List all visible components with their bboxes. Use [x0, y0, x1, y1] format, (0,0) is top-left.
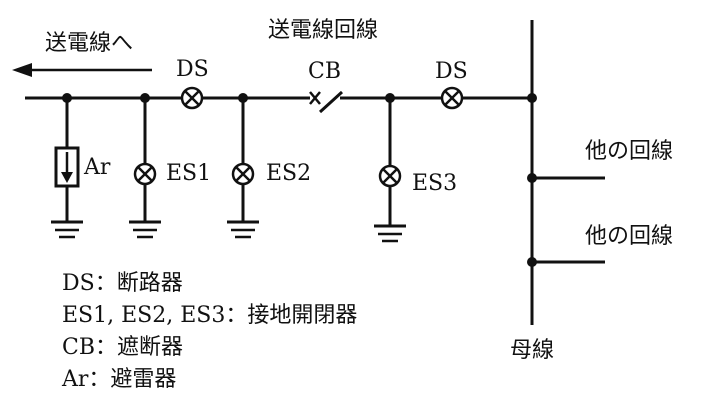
ds-right-label: DS [435, 59, 468, 84]
ground-icon [51, 220, 83, 239]
ar-label: Ar [83, 155, 111, 180]
earthing-switch-2-icon [231, 98, 255, 222]
legend-item-cb: CB：遮断器 [62, 335, 184, 360]
other-circuit-label-1: 他の回線 [585, 139, 673, 164]
disconnector-left-icon [180, 86, 204, 110]
earthing-switch-1-icon [133, 98, 157, 222]
legend-item-ar: Ar：避雷器 [62, 367, 177, 392]
cb-label: CB [308, 59, 341, 84]
bus-label: 母線 [510, 338, 554, 363]
circuit-label: 送電線回線 [268, 18, 378, 43]
circuit-breaker-icon [309, 90, 344, 114]
arrow-left-icon [12, 63, 152, 77]
ground-icon [374, 224, 406, 243]
to-transmission-line-label: 送電線へ [45, 31, 133, 56]
ground-icon [227, 220, 259, 239]
ground-icon [129, 220, 161, 239]
es3-label: ES3 [412, 171, 457, 196]
ds-left-label: DS [176, 57, 209, 82]
disconnector-right-icon [440, 86, 464, 110]
legend-item-es: ES1, ES2, ES3：接地開閉器 [62, 303, 358, 328]
es2-label: ES2 [266, 161, 311, 186]
earthing-switch-3-icon [378, 98, 402, 226]
legend: DS：断路器 ES1, ES2, ES3：接地開閉器 CB：遮断器 Ar：避雷器 [62, 268, 357, 396]
legend-item-ds: DS：断路器 [62, 271, 183, 296]
es1-label: ES1 [166, 161, 211, 186]
arrester-icon [54, 98, 80, 222]
other-circuit-label-2: 他の回線 [585, 224, 673, 249]
